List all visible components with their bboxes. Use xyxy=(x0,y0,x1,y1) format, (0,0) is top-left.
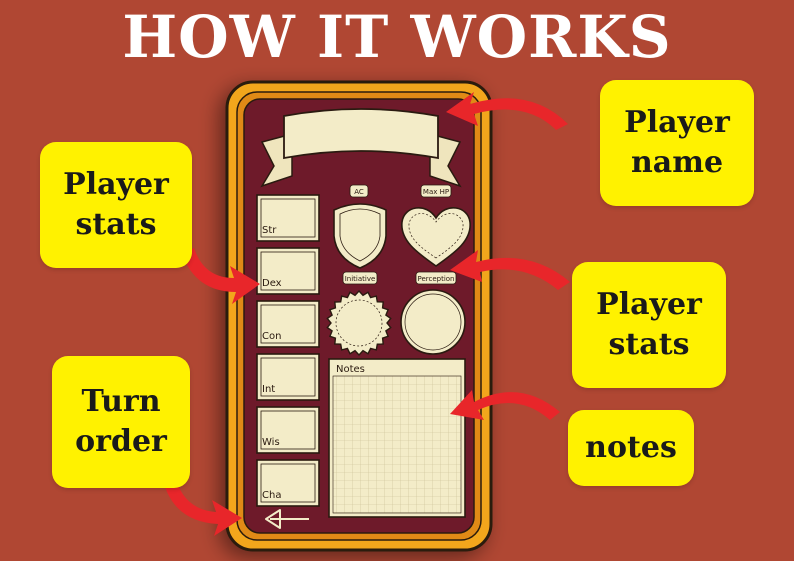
stat-box-con: Con xyxy=(256,300,320,348)
player-stats-right-arrow xyxy=(450,250,570,290)
notes-panel: Notes xyxy=(328,358,466,518)
pointer-arrows xyxy=(164,92,570,536)
initiative-label: Initiative xyxy=(345,275,376,283)
stat-label: Int xyxy=(262,384,275,395)
initiative-shape xyxy=(326,289,392,357)
stat-box-wis: Wis xyxy=(256,406,320,454)
page-title: HOW IT WORKS xyxy=(122,3,672,71)
stat-label: Dex xyxy=(262,278,282,289)
perception-label: Perception xyxy=(417,275,454,283)
turn-order-arrow xyxy=(164,480,242,536)
stat-box-dex: Dex xyxy=(256,247,320,295)
stat-label: Wis xyxy=(262,437,280,448)
stat-label: Cha xyxy=(262,490,281,501)
notes-arrow xyxy=(450,390,560,420)
player-stats-left-callout-text: Player stats xyxy=(63,167,169,242)
notes-callout-text: notes xyxy=(585,430,677,465)
initiative-badge: Initiative xyxy=(326,271,392,357)
turn-order-arrow-icon xyxy=(265,509,309,529)
player-stats-left-arrow xyxy=(182,248,260,304)
ac-label: AC xyxy=(354,188,364,196)
player-name-arrow xyxy=(446,92,568,130)
stat-label: Str xyxy=(262,225,277,236)
stat-box-cha: Cha xyxy=(256,459,320,507)
notes-label: Notes xyxy=(336,364,365,375)
stat-box-int: Int xyxy=(256,353,320,401)
ac-shield: AC xyxy=(333,184,387,269)
player-stats-right-callout-text: Player stats xyxy=(596,287,702,362)
player-stats-right-callout: Player stats xyxy=(572,262,726,388)
stat-label: Con xyxy=(262,331,281,342)
player-name-callout-text: Player name xyxy=(624,105,730,180)
max-hp-heart: Max HP xyxy=(401,184,471,267)
max-hp-label: Max HP xyxy=(423,188,449,196)
perception-circle: Perception xyxy=(400,271,466,355)
notes-callout: notes xyxy=(568,410,694,486)
player-name-callout: Player name xyxy=(600,80,754,206)
turn-order-callout-text: Turn order xyxy=(75,384,167,459)
stat-box-str: Str xyxy=(256,194,320,242)
player-stats-left-callout: Player stats xyxy=(40,142,192,268)
turn-order-callout: Turn order xyxy=(52,356,190,488)
player-name-banner xyxy=(260,108,462,188)
